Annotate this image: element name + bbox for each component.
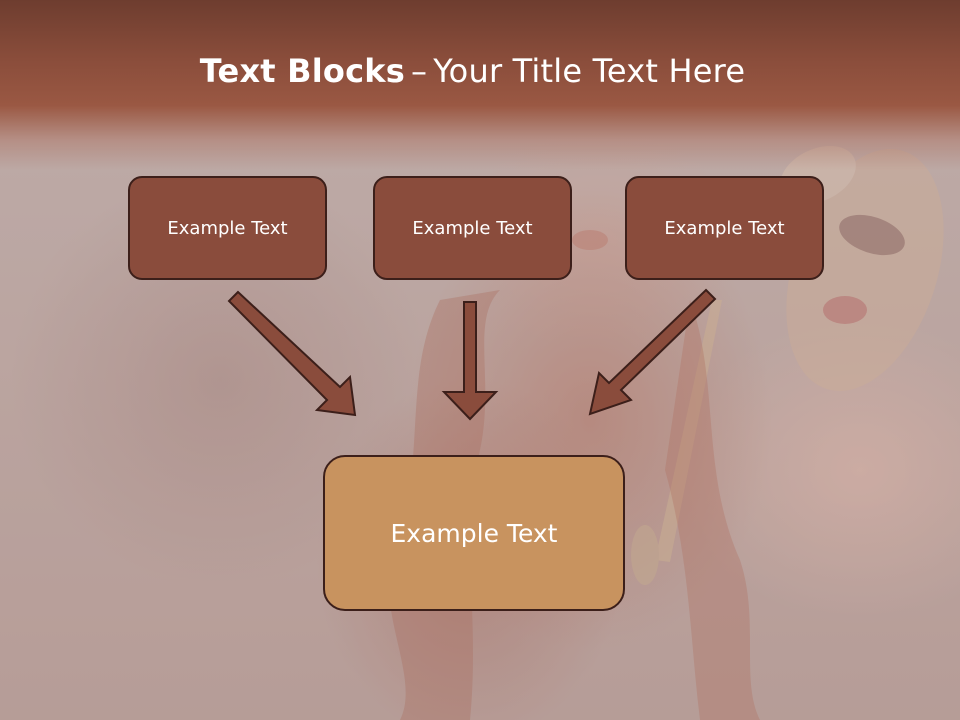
title-rest-part: Your Title Text Here xyxy=(433,52,746,90)
arrow-left xyxy=(227,290,357,417)
page-title: Text Blocks–Your Title Text Here xyxy=(0,52,945,90)
text-block-center: Example Text xyxy=(373,176,572,280)
arrow-right xyxy=(588,288,717,416)
title-bold-part: Text Blocks xyxy=(199,52,405,90)
text-block-left: Example Text xyxy=(128,176,327,280)
arrow-center xyxy=(441,301,499,421)
title-band xyxy=(0,0,960,170)
text-block-right: Example Text xyxy=(625,176,824,280)
title-dash: – xyxy=(410,52,428,90)
text-block-bottom: Example Text xyxy=(323,455,625,611)
